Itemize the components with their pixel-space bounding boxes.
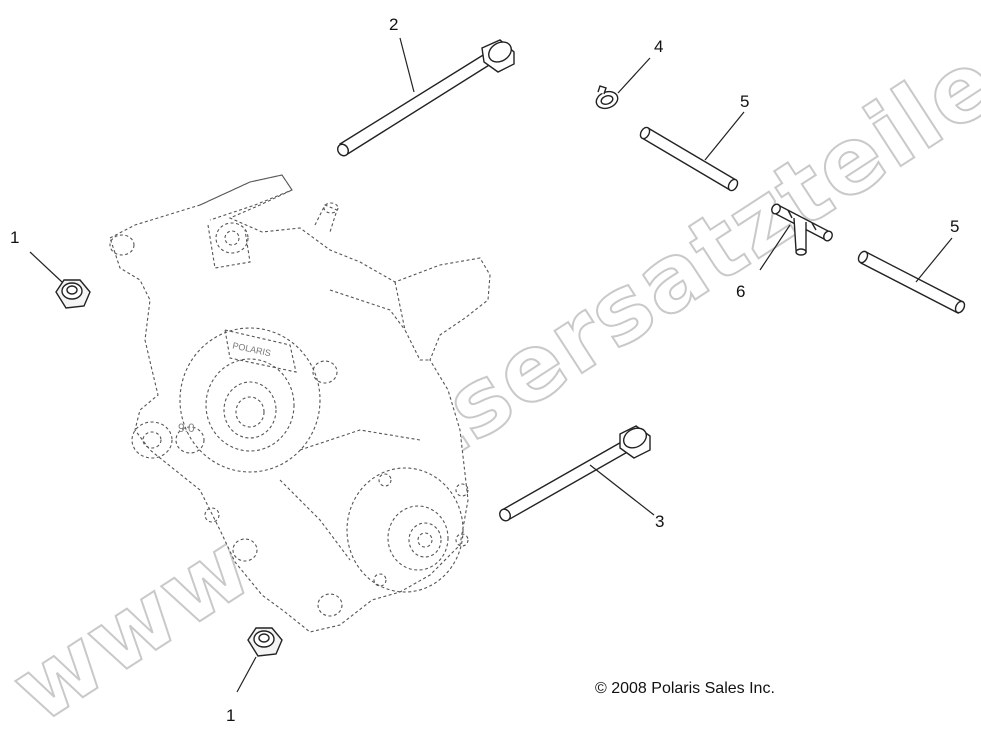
leader-line-3 xyxy=(589,464,655,516)
leader-line-4 xyxy=(617,57,651,94)
leader-line-6 xyxy=(759,224,791,271)
svg-text:9.0: 9.0 xyxy=(178,421,195,435)
transmission-housing-outline: POLARIS 9.0 xyxy=(109,174,491,633)
vent-hose-right xyxy=(857,250,966,314)
hose-clamp-part xyxy=(595,85,619,110)
callout-3-label: 3 xyxy=(655,512,664,531)
callout-1-top-label: 1 xyxy=(10,228,19,247)
flange-nut-bottom xyxy=(247,627,283,657)
long-bolt-part xyxy=(337,39,515,157)
tee-fitting-part xyxy=(771,203,833,256)
callout-2-label: 2 xyxy=(389,15,398,34)
leader-line-5-left xyxy=(704,111,745,161)
callout-6-label: 6 xyxy=(736,282,745,301)
flange-nut-top xyxy=(55,279,91,309)
copyright-notice: © 2008 Polaris Sales Inc. xyxy=(595,680,775,697)
leader-line-1-top xyxy=(29,251,63,283)
callout-5-left-label: 5 xyxy=(740,92,749,111)
leader-line-2 xyxy=(399,37,415,93)
bolt-part xyxy=(499,425,651,522)
leader-line-1-bottom xyxy=(236,656,257,693)
vent-hose-left xyxy=(639,126,739,192)
callout-4-label: 4 xyxy=(654,37,663,56)
leader-line-5-right xyxy=(915,237,953,283)
callout-5-right-label: 5 xyxy=(950,217,959,236)
callout-1-bottom-label: 1 xyxy=(226,706,235,725)
